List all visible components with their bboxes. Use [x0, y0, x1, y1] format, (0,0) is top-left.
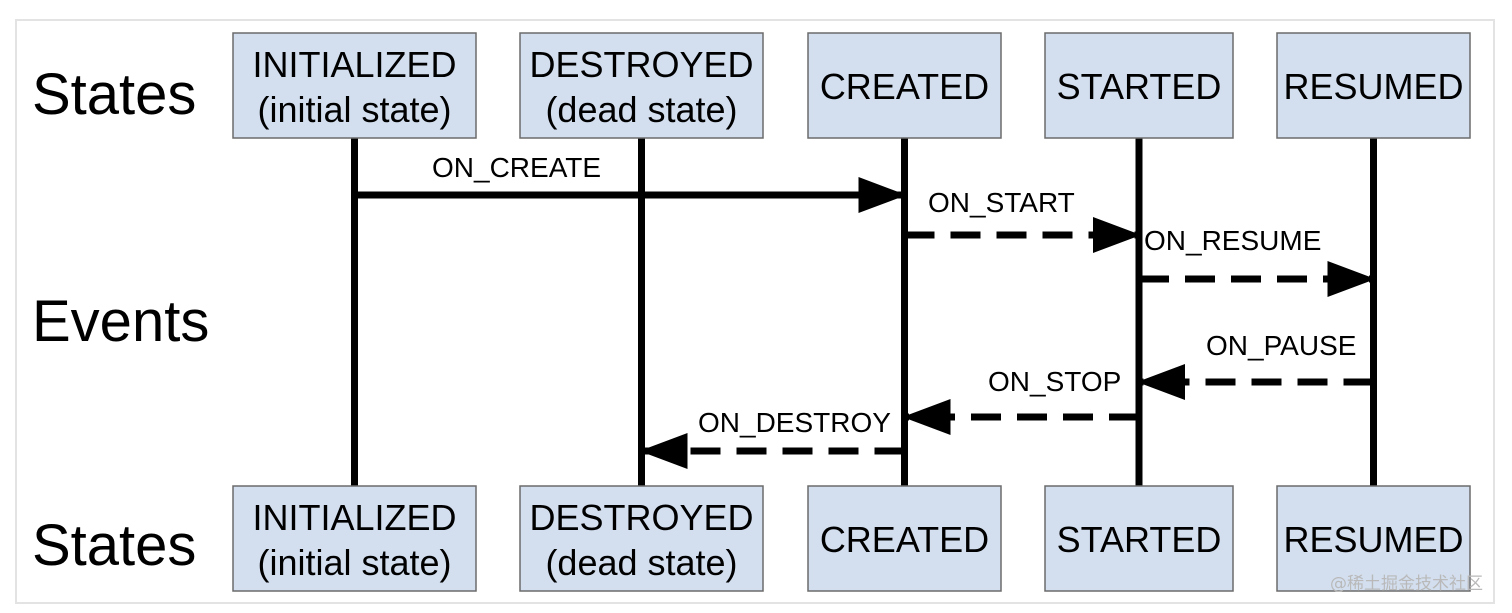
state-box-bottom-destroyed: DESTROYED(dead state): [519, 485, 764, 592]
event-label-on-start: ON_START: [928, 187, 1075, 218]
state-name: CREATED: [820, 66, 989, 107]
events-label: Events: [32, 289, 209, 354]
state-name: CREATED: [820, 519, 989, 560]
event-label-on-destroy: ON_DESTROY: [698, 407, 891, 438]
state-name: RESUMED: [1283, 66, 1463, 107]
state-name: INITIALIZED: [252, 497, 456, 538]
state-box-bottom-created: CREATED: [807, 485, 1002, 592]
states-top-label: States: [32, 62, 196, 127]
state-box-top-destroyed: DESTROYED(dead state): [519, 32, 764, 139]
state-box-bottom-started: STARTED: [1044, 485, 1234, 592]
state-box-bottom-resumed: RESUMED: [1276, 485, 1471, 592]
event-label-on-create: ON_CREATE: [432, 152, 601, 183]
state-name: RESUMED: [1283, 519, 1463, 560]
event-labels: ON_CREATE ON_START ON_RESUME ON_PAUSE ON…: [432, 152, 1356, 438]
state-description: (initial state): [257, 542, 451, 583]
state-name: STARTED: [1057, 66, 1222, 107]
state-name: DESTROYED: [529, 497, 753, 538]
state-box-top-created: CREATED: [807, 32, 1002, 139]
state-name: STARTED: [1057, 519, 1222, 560]
event-label-on-resume: ON_RESUME: [1144, 225, 1321, 256]
event-label-on-stop: ON_STOP: [988, 366, 1121, 397]
state-description: (dead state): [545, 542, 737, 583]
event-label-on-pause: ON_PAUSE: [1206, 330, 1356, 361]
state-box-bottom-initialized: INITIALIZED(initial state): [232, 485, 477, 592]
state-box-top-started: STARTED: [1044, 32, 1234, 139]
state-description: (initial state): [257, 89, 451, 130]
state-box-top-initialized: INITIALIZED(initial state): [232, 32, 477, 139]
state-box-top-resumed: RESUMED: [1276, 32, 1471, 139]
watermark-text: @稀土掘金技术社区: [1330, 574, 1483, 594]
event-arrows: [354, 177, 1376, 469]
state-description: (dead state): [545, 89, 737, 130]
states-bottom-label: States: [32, 513, 196, 578]
state-boxes: INITIALIZED(initial state)DESTROYED(dead…: [232, 32, 1471, 592]
state-name: DESTROYED: [529, 44, 753, 85]
state-name: INITIALIZED: [252, 44, 456, 85]
